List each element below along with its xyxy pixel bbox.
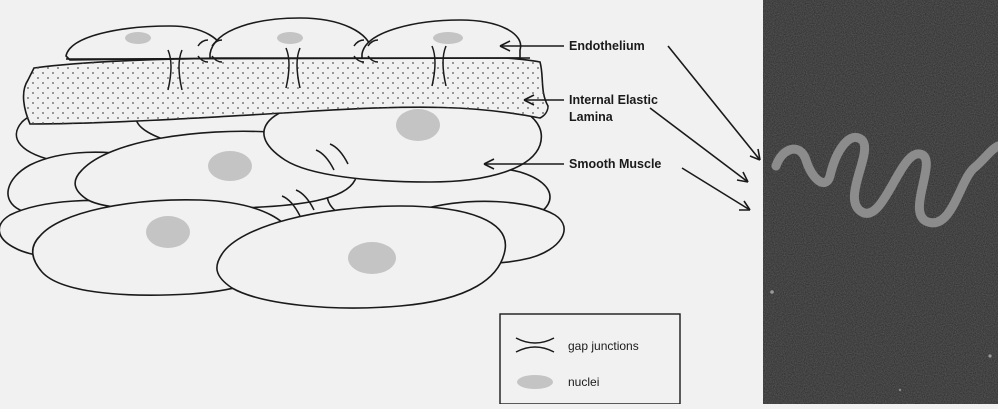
label-smooth-muscle: Smooth Muscle [569,157,661,171]
nucleus [146,216,190,248]
nucleus [125,32,151,44]
nucleus [208,151,252,181]
nucleus-legend-icon [517,375,553,389]
label-lamina: Lamina [569,110,614,124]
legend: gap junctions nuclei [500,314,680,404]
nucleus [396,109,440,141]
micrograph-panel [763,0,998,404]
label-internal-elastic: Internal Elastic [569,93,658,107]
nucleus [348,242,396,274]
label-endothelium: Endothelium [569,39,645,53]
legend-nuclei: nuclei [568,375,599,389]
annotation-labels: Endothelium Internal Elastic Lamina Smoo… [569,39,661,171]
legend-gap-junctions: gap junctions [568,339,639,353]
nucleus [433,32,463,44]
nucleus [277,32,303,44]
